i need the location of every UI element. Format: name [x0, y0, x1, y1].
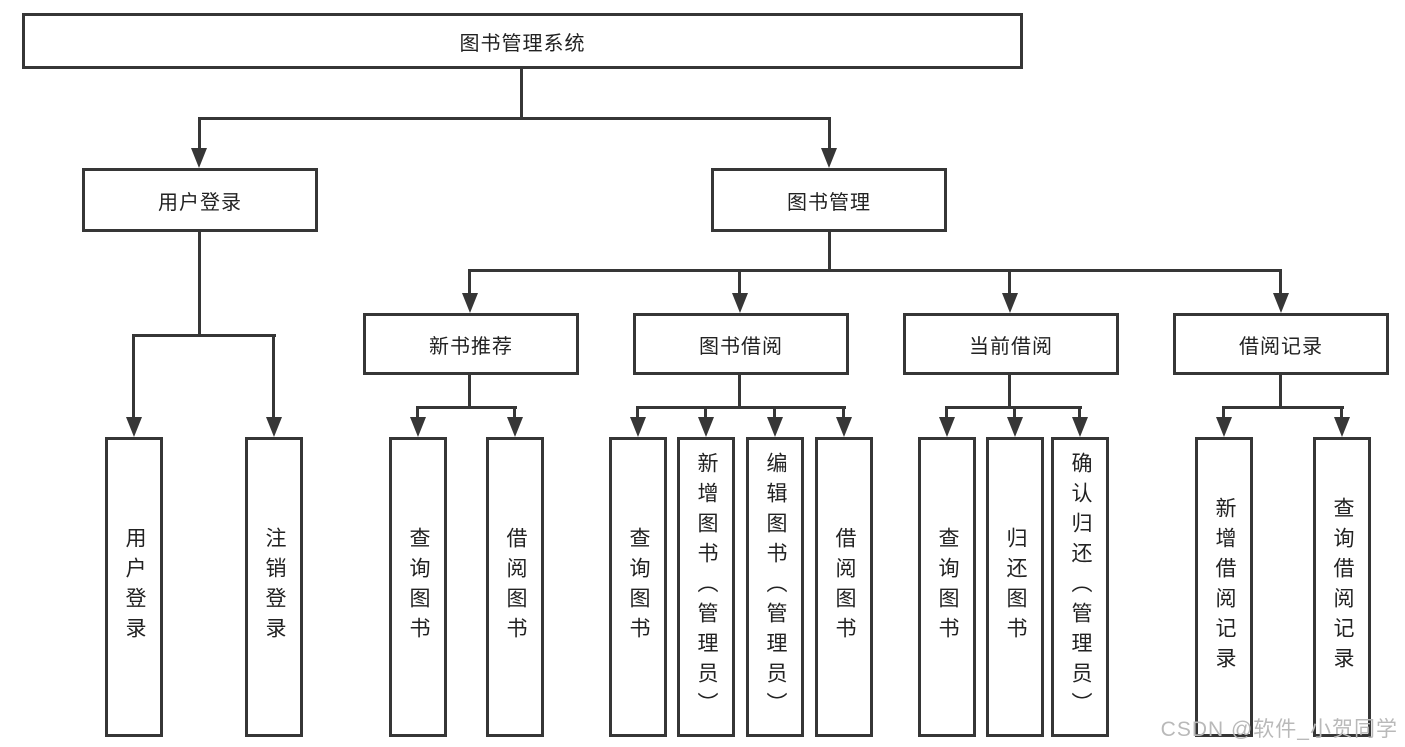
connector-line — [1008, 269, 1011, 297]
arrow-down-icon — [1007, 417, 1023, 437]
node-label: 用户登录 — [158, 191, 242, 214]
connector-line — [468, 269, 471, 297]
node-label: 图书管理 — [787, 191, 871, 214]
connector-line — [513, 406, 516, 422]
arrow-down-icon — [630, 417, 646, 437]
node-label: 确认归还（管理员） — [1069, 452, 1092, 722]
leaf-add-books-admin: 新增图书（管理员） — [677, 437, 735, 737]
node-user-login: 用户登录 — [82, 168, 318, 232]
connector-line — [828, 232, 831, 272]
connector-line — [198, 117, 201, 152]
leaf-logout: 注销登录 — [245, 437, 303, 737]
node-label: 图书借阅 — [699, 335, 783, 358]
node-label: 新书推荐 — [429, 335, 513, 358]
arrow-down-icon — [732, 293, 748, 313]
watermark: CSDN @软件_小贺同学 — [1160, 718, 1398, 741]
arrow-down-icon — [462, 293, 478, 313]
connector-line — [842, 406, 845, 422]
connector-line — [704, 406, 707, 422]
connector-line — [1279, 269, 1282, 297]
arrow-down-icon — [266, 417, 282, 437]
arrow-down-icon — [1072, 417, 1088, 437]
connector-line — [738, 269, 741, 297]
leaf-user-login: 用户登录 — [105, 437, 163, 737]
connector-line — [738, 375, 741, 409]
leaf-return-books: 归还图书 — [986, 437, 1044, 737]
node-label: 查询图书 — [407, 527, 430, 647]
node-borrowing-records: 借阅记录 — [1173, 313, 1389, 375]
connector-line — [945, 406, 948, 422]
leaf-edit-books-admin: 编辑图书（管理员） — [746, 437, 804, 737]
node-library-management-system: 图书管理系统 — [22, 13, 1023, 69]
node-label: 归还图书 — [1004, 527, 1027, 647]
connector-line — [520, 69, 523, 119]
node-label: 编辑图书（管理员） — [764, 452, 787, 722]
node-label: 借阅记录 — [1239, 335, 1323, 358]
arrow-down-icon — [1273, 293, 1289, 313]
connector-line — [132, 334, 276, 337]
arrow-down-icon — [698, 417, 714, 437]
leaf-query-books-borrowing: 查询图书 — [609, 437, 667, 737]
connector-line — [636, 406, 846, 409]
connector-line — [773, 406, 776, 422]
connector-line — [198, 232, 201, 337]
connector-line — [416, 406, 517, 409]
leaf-query-borrow-record: 查询借阅记录 — [1313, 437, 1371, 737]
node-label: 注销登录 — [263, 527, 286, 647]
connector-line — [416, 406, 419, 422]
node-label: 查询图书 — [936, 527, 959, 647]
connector-line — [1008, 375, 1011, 409]
node-book-management: 图书管理 — [711, 168, 947, 232]
arrow-down-icon — [836, 417, 852, 437]
node-current-borrowing: 当前借阅 — [903, 313, 1119, 375]
arrow-down-icon — [126, 417, 142, 437]
connector-line — [1013, 406, 1016, 422]
leaf-query-books-current: 查询图书 — [918, 437, 976, 737]
connector-line — [468, 375, 471, 409]
arrow-down-icon — [1334, 417, 1350, 437]
node-book-borrowing: 图书借阅 — [633, 313, 849, 375]
arrow-down-icon — [939, 417, 955, 437]
connector-line — [1279, 375, 1282, 409]
node-label: 查询图书 — [627, 527, 650, 647]
node-label: 借阅图书 — [833, 527, 856, 647]
connector-line — [272, 334, 275, 421]
connector-line — [1222, 406, 1344, 409]
node-label: 查询借阅记录 — [1331, 497, 1354, 677]
node-label: 用户登录 — [123, 527, 146, 647]
node-new-book-recommendation: 新书推荐 — [363, 313, 579, 375]
arrow-down-icon — [1002, 293, 1018, 313]
leaf-query-books-recommend: 查询图书 — [389, 437, 447, 737]
node-label: 借阅图书 — [504, 527, 527, 647]
node-label: 新增图书（管理员） — [695, 452, 718, 722]
node-label: 新增借阅记录 — [1213, 497, 1236, 677]
connector-line — [1340, 406, 1343, 422]
connector-line — [1222, 406, 1225, 422]
arrow-down-icon — [410, 417, 426, 437]
connector-line — [636, 406, 639, 422]
leaf-add-borrow-record: 新增借阅记录 — [1195, 437, 1253, 737]
connector-line — [198, 117, 831, 120]
connector-line — [468, 269, 1282, 272]
node-label: 图书管理系统 — [459, 32, 586, 55]
leaf-confirm-return-admin: 确认归还（管理员） — [1051, 437, 1109, 737]
arrow-down-icon — [767, 417, 783, 437]
leaf-borrow-books: 借阅图书 — [815, 437, 873, 737]
node-label: 当前借阅 — [969, 335, 1053, 358]
connector-line — [1078, 406, 1081, 422]
arrow-down-icon — [821, 148, 837, 168]
arrow-down-icon — [191, 148, 207, 168]
arrow-down-icon — [1216, 417, 1232, 437]
connector-line — [828, 117, 831, 152]
leaf-borrow-books-recommend: 借阅图书 — [486, 437, 544, 737]
connector-line — [132, 334, 135, 421]
arrow-down-icon — [507, 417, 523, 437]
